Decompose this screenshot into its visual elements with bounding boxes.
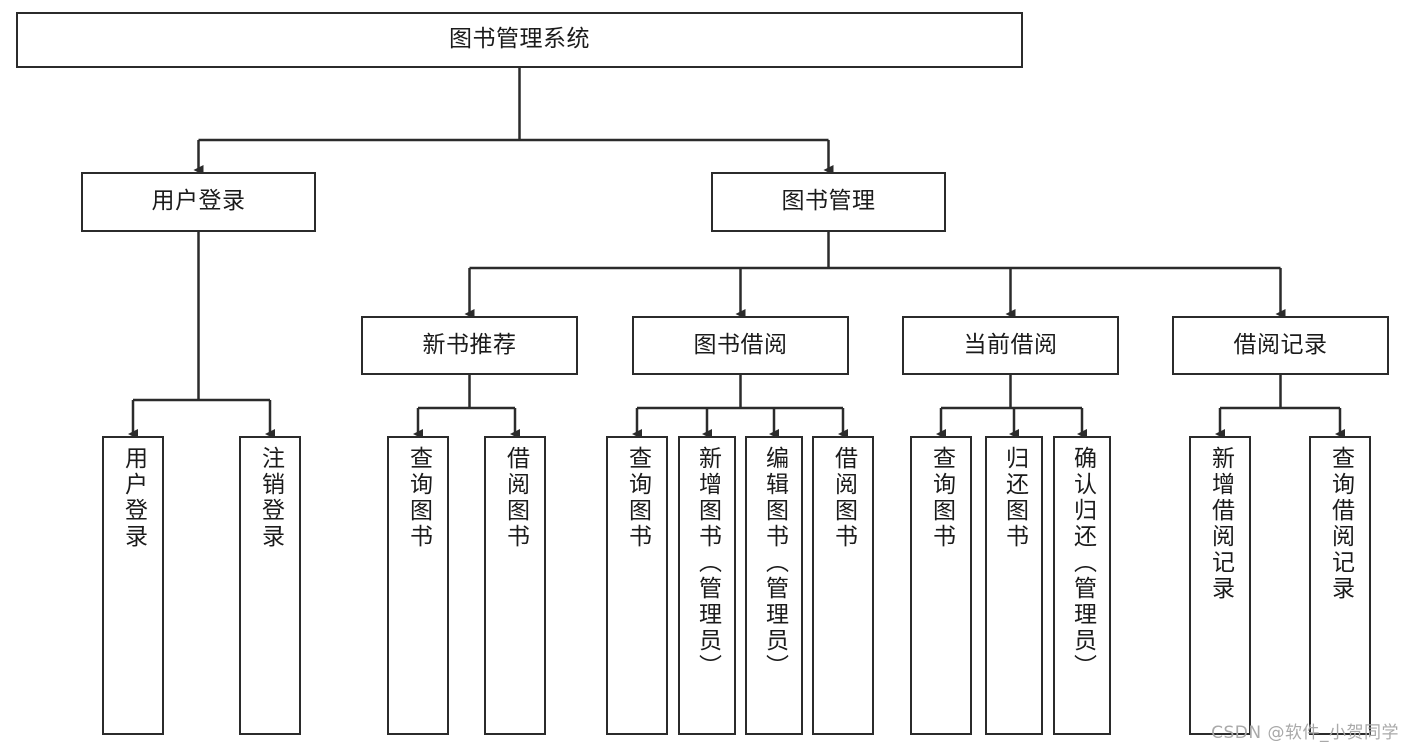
node-l-query1[interactable]: 查询图书	[387, 436, 449, 735]
node-l-borrow2[interactable]: 借阅图书	[812, 436, 874, 735]
node-label: 查询借阅记录	[1327, 446, 1354, 602]
node-label: 借阅图书	[830, 446, 857, 550]
node-l-confirm[interactable]: 确认归还（管理员）	[1053, 436, 1111, 735]
node-l-logout[interactable]: 注销登录	[239, 436, 301, 735]
node-l-addrec[interactable]: 新增借阅记录	[1189, 436, 1251, 735]
node-label: 查询图书	[928, 446, 955, 550]
node-label: 确认归还（管理员）	[1069, 446, 1096, 680]
node-l-edit[interactable]: 编辑图书（管理员）	[745, 436, 803, 735]
node-newbook[interactable]: 新书推荐	[361, 316, 578, 375]
node-borrow[interactable]: 图书借阅	[632, 316, 849, 375]
node-label: 用户登录	[120, 446, 147, 550]
watermark-text: CSDN @软件_小贺同学	[1211, 723, 1399, 743]
node-bookmgmt[interactable]: 图书管理	[711, 172, 946, 232]
edge-group	[128, 68, 1345, 439]
node-l-login[interactable]: 用户登录	[102, 436, 164, 735]
node-root[interactable]: 图书管理系统	[16, 12, 1023, 68]
node-label: 借阅记录	[1233, 331, 1328, 358]
node-label: 图书管理系统	[449, 26, 590, 53]
node-label: 用户登录	[151, 188, 246, 215]
node-label: 新增图书（管理员）	[694, 446, 721, 680]
node-login[interactable]: 用户登录	[81, 172, 316, 232]
node-label: 借阅图书	[502, 446, 529, 550]
node-label: 图书管理	[781, 188, 876, 215]
node-l-return[interactable]: 归还图书	[985, 436, 1043, 735]
node-l-queryrec[interactable]: 查询借阅记录	[1309, 436, 1371, 735]
node-current[interactable]: 当前借阅	[902, 316, 1119, 375]
node-l-borrow1[interactable]: 借阅图书	[484, 436, 546, 735]
node-label: 编辑图书（管理员）	[761, 446, 788, 680]
node-label: 新增借阅记录	[1207, 446, 1234, 602]
node-label: 新书推荐	[422, 331, 517, 358]
node-label: 图书借阅	[693, 331, 788, 358]
node-label: 查询图书	[405, 446, 432, 550]
node-label: 归还图书	[1001, 446, 1028, 550]
node-l-query2[interactable]: 查询图书	[606, 436, 668, 735]
node-l-query3[interactable]: 查询图书	[910, 436, 972, 735]
node-records[interactable]: 借阅记录	[1172, 316, 1389, 375]
node-label: 当前借阅	[963, 331, 1058, 358]
node-l-add[interactable]: 新增图书（管理员）	[678, 436, 736, 735]
node-label: 注销登录	[257, 446, 284, 550]
node-label: 查询图书	[624, 446, 651, 550]
